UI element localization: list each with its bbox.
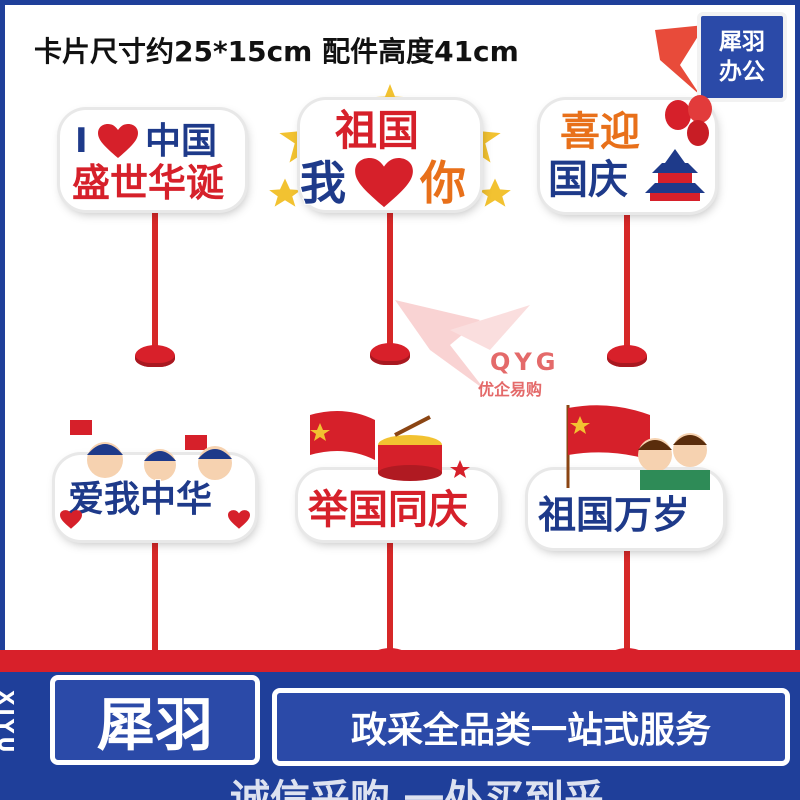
slogan-text: 政采全品类一站式服务	[272, 688, 790, 766]
brand-badge-line2: 办公	[719, 59, 765, 85]
stand-base	[607, 345, 647, 367]
heart-icon	[228, 510, 250, 529]
sign-3-line1: 喜迎	[559, 109, 641, 155]
heart-icon	[60, 510, 82, 529]
watermark-logo-icon	[395, 300, 530, 390]
balloons-icon	[665, 95, 712, 146]
brand-wing-icon	[655, 25, 705, 95]
watermark-letters: QYG	[490, 348, 560, 376]
sign-card-5	[298, 470, 498, 540]
sign-stick	[387, 205, 393, 350]
stand-base	[370, 343, 410, 365]
brand-badge-line1: 犀羽	[719, 29, 765, 55]
bottom-cut-text: 诚信采购 一处买到采	[230, 777, 604, 800]
flag-and-children-icon	[566, 405, 710, 490]
sign-1-line2: 盛世华诞	[71, 161, 225, 205]
brand-logo: 犀羽	[50, 675, 260, 765]
children-with-flags-icon	[70, 420, 232, 481]
flag-and-drum-icon	[310, 411, 470, 481]
sign-2-line1: 祖国	[334, 106, 420, 155]
sign-stick	[387, 540, 393, 655]
watermark-text: 优企易购	[478, 380, 543, 399]
sign-1-line1: 中国	[144, 121, 218, 162]
brand-vertical-text: XIYU	[0, 690, 18, 756]
stand-base	[135, 345, 175, 367]
sign-3-line2: 国庆	[547, 157, 629, 203]
temple-of-heaven-icon	[645, 149, 705, 201]
sign-2-line2-left: 我	[299, 156, 347, 210]
sign-stick	[152, 205, 158, 350]
size-info-text: 卡片尺寸约25*15cm 配件高度41cm	[34, 35, 519, 68]
sign-4-text: 爱我中华	[67, 479, 213, 520]
sign-1-i: I	[74, 121, 89, 161]
sign-stick	[624, 545, 630, 655]
sign-stick	[624, 205, 630, 352]
sign-2-line2-right: 你	[419, 156, 467, 210]
banner-red-stripe	[0, 650, 800, 672]
sign-6-text: 祖国万岁	[537, 493, 691, 537]
sign-5-text: 举国同庆	[307, 487, 469, 533]
sign-stick	[152, 540, 158, 655]
sign-card-1	[60, 110, 245, 210]
heart-icon	[98, 124, 138, 158]
brand-badge: 犀羽 办公	[697, 12, 787, 102]
heart-icon	[355, 158, 413, 208]
